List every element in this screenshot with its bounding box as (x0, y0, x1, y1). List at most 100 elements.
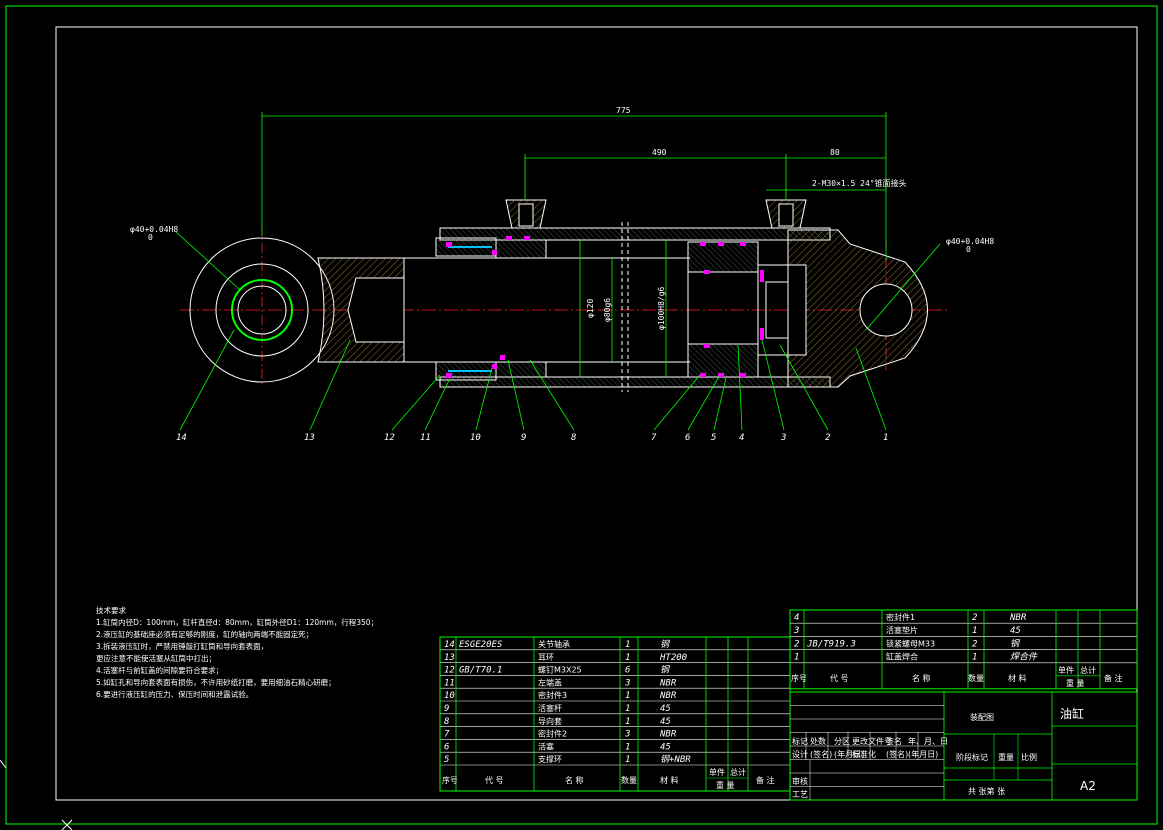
bom-name: 活塞 (538, 741, 554, 751)
bom-qty: 1 (972, 653, 977, 663)
bom-name: 支撑环 (538, 754, 562, 764)
bom-hdr-no: 序号 (791, 673, 807, 683)
bom-hdr-name: 名 称 (912, 673, 931, 683)
bom-code: GB/T70.1 (459, 666, 502, 676)
bom-qty: 1 (625, 717, 630, 727)
bom-qty: 1 (972, 626, 977, 636)
bom-name: 螺钉M3X25 (538, 665, 582, 675)
tb-size: A2 (1080, 779, 1096, 793)
balloon-9: 9 (521, 433, 526, 443)
bom-name: 密封件3 (538, 690, 567, 700)
balloon-3: 3 (780, 433, 786, 443)
bom-hdr-name: 名 称 (565, 775, 584, 785)
bom-mat: 45 (660, 717, 671, 727)
balloon-14: 14 (176, 433, 187, 443)
bom-name: 活塞垫片 (886, 625, 918, 635)
tb-row1-cell: 处数 (810, 736, 826, 746)
tech-line-4: 更应注意不能使活塞从缸筒中打出； (96, 653, 216, 663)
bom-no: 1 (794, 653, 799, 663)
bom-qty: 2 (972, 639, 977, 649)
dim-bore-outer: φ120 (586, 299, 595, 318)
tb-weight: 重量 (998, 752, 1014, 762)
bom-no: 13 (444, 653, 455, 663)
bom-no: 5 (444, 755, 449, 765)
balloon-12: 12 (384, 433, 395, 443)
balloon-13: 13 (304, 433, 315, 443)
bom-mat: 45 (660, 742, 671, 752)
tech-line-5: 4.活塞杆与前缸盖的间隙要符合要求； (96, 665, 223, 675)
bom-qty: 1 (625, 755, 630, 765)
balloon-11: 11 (420, 433, 431, 443)
bom-no: 11 (444, 678, 455, 688)
bom-hdr-code: 代 号 (830, 673, 849, 683)
dim-thread: 2-M30×1.5 24°锥面接头 (812, 178, 907, 188)
bom-qty: 1 (625, 653, 630, 663)
tb-process: 工艺 (792, 790, 808, 799)
tech-title: 技术要求 (96, 605, 126, 615)
balloon-2: 2 (825, 433, 830, 443)
leader-lines (179, 329, 887, 431)
bom-no: 8 (444, 717, 449, 727)
bom-no: 4 (794, 613, 799, 623)
tb-row1-cell: 年、月、日 (908, 736, 948, 746)
balloon-5: 5 (711, 433, 716, 443)
bom-code: JB/T919.3 (806, 639, 856, 649)
bom-hdr-no: 序号 (442, 775, 458, 785)
bom-hdr-weight: 重 量 (1066, 678, 1085, 688)
bom-mat: 45 (1010, 626, 1021, 636)
bom-no: 7 (444, 730, 450, 740)
dim-pin-right: φ40+0.04H8 (946, 237, 994, 246)
tb-row2-cell: 标准化 (852, 749, 876, 759)
bom-mat: HT200 (659, 653, 687, 663)
tech-line-1: 1.缸筒内径D：100mm，缸杆直径d：80mm，缸筒外径D1：120mm，行程… (96, 617, 378, 627)
bom-mat: NBR (1009, 613, 1027, 623)
bom-name: 活塞杆 (538, 703, 562, 713)
balloon-10: 10 (470, 433, 481, 443)
bom-hdr-unit: 单件 (1058, 665, 1074, 675)
tech-line-3: 3.拆装液压缸时，严禁用锤敲打缸筒和导向套表面， (96, 641, 268, 651)
dim-rod: φ80g6 (603, 298, 612, 322)
bom-mat: 钢 (660, 639, 671, 650)
balloon-7: 7 (651, 433, 657, 443)
inner-frame (55, 26, 1138, 801)
tb-row2-cell: (签名) (810, 749, 832, 759)
bom-no: 10 (444, 691, 455, 701)
tb-row2-cell: (年月日) (834, 749, 864, 759)
tech-line-7: 6.要进行液压缸的压力、保压时间和泄露试验。 (96, 689, 253, 699)
dim-right: 80 (830, 148, 840, 157)
tb-row1-cell: 标记 (792, 736, 808, 746)
tb-scale: 比例 (1021, 752, 1037, 762)
bom-qty: 1 (625, 704, 630, 714)
balloon-1: 1 (883, 433, 888, 443)
bom-hdr-total: 总计 (1080, 665, 1096, 675)
balloon-numbers: 14 13 12 11 10 9 8 7 6 5 4 3 2 1 (176, 433, 888, 443)
tb-review: 审核 (792, 776, 808, 786)
bom-qty: 6 (625, 666, 630, 676)
tb-row2-cell: (签名) (886, 749, 908, 759)
bom-code: ESGE20ES (459, 640, 503, 650)
bom-no: 9 (444, 704, 449, 714)
piston (687, 241, 789, 378)
bom-mat: NBR (659, 730, 677, 740)
dim-pin-left-zero: 0 (148, 233, 153, 242)
bom-mat: 钢 (1010, 638, 1021, 649)
bom-qty: 1 (625, 742, 630, 752)
bom-hdr-unit: 单件 (709, 767, 725, 777)
bom-no: 12 (444, 666, 455, 676)
bom-mat: NBR (659, 678, 677, 688)
oil-ports (505, 199, 807, 229)
bom-no: 6 (444, 742, 449, 752)
tb-row1-cell: 更改文件号 (852, 736, 892, 746)
balloon-4: 4 (739, 433, 744, 443)
dim-bore-inner: φ100H8/g6 (657, 286, 666, 330)
tech-line-6: 5.如缸孔和导向套表面有损伤，不许用砂纸打磨，要用细油石精心研磨； (96, 677, 336, 687)
bom-mat: 钢+NBR (660, 754, 691, 765)
bom-name: 锁紧螺母M33 (886, 638, 935, 648)
bom-hdr-total: 总计 (730, 767, 746, 777)
bom-hdr-qty: 数量 (968, 673, 984, 683)
bom-mat: NBR (659, 691, 677, 701)
tb-row2-cell: 设计 (792, 749, 808, 759)
tb-part-name: 油缸 (1060, 706, 1084, 721)
